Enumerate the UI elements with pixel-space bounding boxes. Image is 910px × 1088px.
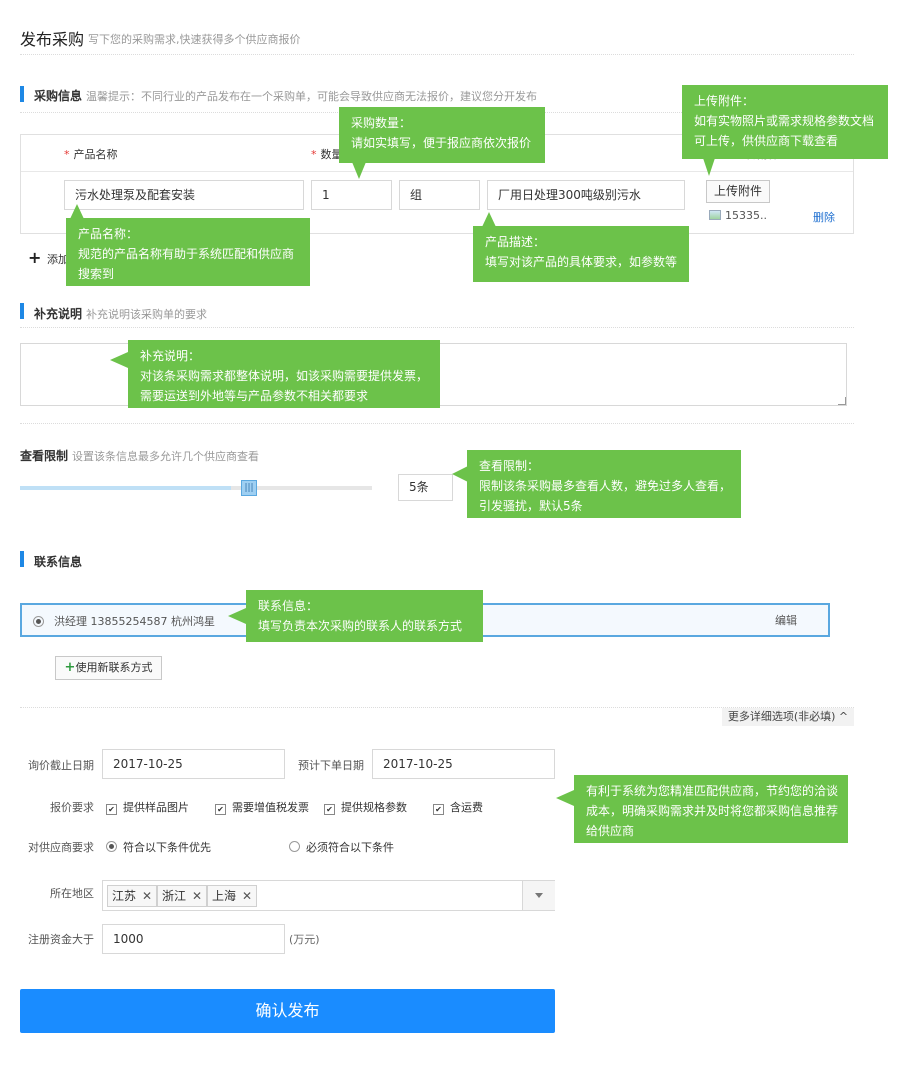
divider	[20, 327, 854, 328]
tooltip-supplement: 补充说明：对该条采购需求都整体说明，如该采购需要提供发票，需要运送到外地等与产品…	[128, 340, 440, 408]
tooltip-arrow	[703, 158, 715, 176]
deadline-label: 询价截止日期	[28, 759, 94, 772]
quantity-input[interactable]: 1	[311, 180, 392, 210]
upload-attachment-button[interactable]: 上传附件	[706, 180, 770, 203]
delete-file-link[interactable]: 删除	[813, 211, 835, 224]
divider	[20, 707, 854, 708]
region-select[interactable]: 江苏✕ 浙江✕ 上海✕	[102, 880, 555, 911]
product-desc-input[interactable]: 厂用日处理300吨级别污水	[487, 180, 685, 210]
order-date-label: 预计下单日期	[298, 759, 364, 772]
order-date-input[interactable]: 2017-10-25	[372, 749, 555, 779]
tooltip-match: 有利于系统为您精准匹配供应商，节约您的洽谈成本，明确采购需求并及时将您都采购信息…	[574, 775, 848, 843]
slider-handle[interactable]: |||	[241, 480, 257, 496]
tooltip-arrow	[482, 212, 496, 227]
capital-input[interactable]: 1000	[102, 924, 285, 954]
checkbox-icon: ✔	[433, 804, 444, 815]
supplier-option-preferred[interactable]: 符合以下条件优先	[106, 839, 211, 855]
view-limit-slider-fill	[20, 486, 231, 490]
contact-radio[interactable]	[33, 615, 50, 629]
tooltip-product-desc: 产品描述：填写对该产品的具体要求，如参数等	[473, 226, 689, 282]
product-table-header	[21, 135, 853, 172]
section-marker	[20, 303, 24, 319]
quote-option-freight[interactable]: ✔含运费	[433, 799, 483, 815]
new-contact-button[interactable]: +使用新联系方式	[55, 656, 162, 680]
quote-requirement-label: 报价要求	[50, 801, 94, 814]
quote-option-vat-invoice[interactable]: ✔需要增值税发票	[215, 799, 309, 815]
contact-summary: 洪经理 13855254587 杭州鸿星	[54, 615, 215, 628]
quote-option-sample-images[interactable]: ✔提供样品图片	[106, 799, 189, 815]
tooltip-arrow	[452, 466, 468, 482]
tooltip-view-limit: 查看限制：限制该条采购最多查看人数，避免过多人查看，引发骚扰，默认5条	[467, 450, 741, 518]
quote-option-spec-params[interactable]: ✔提供规格参数	[324, 799, 407, 815]
tooltip-arrow	[228, 608, 246, 624]
section-marker	[20, 86, 24, 102]
tooltip-contact: 联系信息：填写负责本次采购的联系人的联系方式	[246, 590, 483, 642]
supplier-requirement-label: 对供应商要求	[28, 841, 94, 854]
tooltip-product-name: 产品名称：规范的产品名称有助于系统匹配和供应商搜索到	[66, 218, 310, 286]
product-name-input[interactable]: 污水处理泵及配套安装	[64, 180, 304, 210]
plus-icon[interactable]: +	[28, 248, 42, 267]
supplier-option-required[interactable]: 必须符合以下条件	[289, 839, 394, 855]
plus-icon: +	[64, 660, 76, 675]
section-title-view-limit: 查看限制	[20, 449, 69, 463]
region-tag[interactable]: 上海✕	[207, 885, 258, 907]
resize-handle-icon[interactable]	[838, 397, 846, 405]
section-title-supplement: 补充说明	[34, 307, 83, 321]
unit-input[interactable]: 组	[399, 180, 480, 210]
tooltip-arrow	[352, 162, 366, 179]
capital-label: 注册资金大于	[28, 933, 94, 946]
more-options-toggle[interactable]: 更多详细选项(非必填) ^	[722, 708, 854, 726]
close-icon[interactable]: ✕	[192, 889, 203, 903]
caret-down-icon	[535, 893, 543, 898]
tooltip-arrow	[110, 352, 128, 368]
checkbox-icon: ✔	[106, 804, 117, 815]
section-marker	[20, 551, 24, 567]
section-hint-view-limit: 设置该条信息最多允许几个供应商查看	[72, 450, 259, 463]
radio-icon	[289, 841, 300, 852]
section-hint-purchase: 温馨提示：不同行业的产品发布在一个采购单，可能会导致供应商无法报价，建议您分开发…	[86, 90, 537, 103]
tooltip-arrow	[556, 790, 574, 806]
section-hint-supplement: 补充说明该采购单的要求	[86, 308, 207, 321]
col-header-qty: *数量	[311, 148, 343, 161]
attached-file-name: 15335..	[725, 209, 767, 222]
file-image-icon	[709, 210, 721, 220]
chevron-up-icon: ^	[835, 710, 849, 723]
page-subtitle: 写下您的采购需求,快速获得多个供应商报价	[88, 33, 301, 46]
dropdown-toggle[interactable]	[522, 881, 555, 910]
deadline-date-input[interactable]: 2017-10-25	[102, 749, 285, 779]
view-limit-slider-track[interactable]	[20, 486, 372, 490]
section-title-purchase: 采购信息	[34, 89, 83, 103]
close-icon[interactable]: ✕	[242, 889, 253, 903]
capital-unit: (万元)	[289, 933, 320, 946]
region-label: 所在地区	[50, 887, 94, 900]
page-title: 发布采购	[20, 30, 85, 49]
section-title-contact: 联系信息	[34, 555, 83, 569]
submit-button[interactable]: 确认发布	[20, 989, 555, 1033]
divider	[20, 54, 854, 55]
contact-edit-link[interactable]: 编辑	[775, 614, 797, 627]
radio-icon	[106, 841, 117, 852]
tooltip-quantity: 采购数量：请如实填写，便于报应商依次报价	[339, 107, 545, 163]
tooltip-arrow	[70, 204, 84, 219]
tooltip-attachment: 上传附件：如有实物照片或需求规格参数文档可上传，供供应商下载查看	[682, 85, 888, 159]
view-limit-value[interactable]: 5条	[398, 474, 453, 501]
region-tag[interactable]: 浙江✕	[157, 885, 208, 907]
divider	[20, 423, 854, 424]
close-icon[interactable]: ✕	[142, 889, 153, 903]
checkbox-icon: ✔	[215, 804, 226, 815]
col-header-name: *产品名称	[64, 148, 118, 161]
region-tag[interactable]: 江苏✕	[107, 885, 158, 907]
checkbox-icon: ✔	[324, 804, 335, 815]
